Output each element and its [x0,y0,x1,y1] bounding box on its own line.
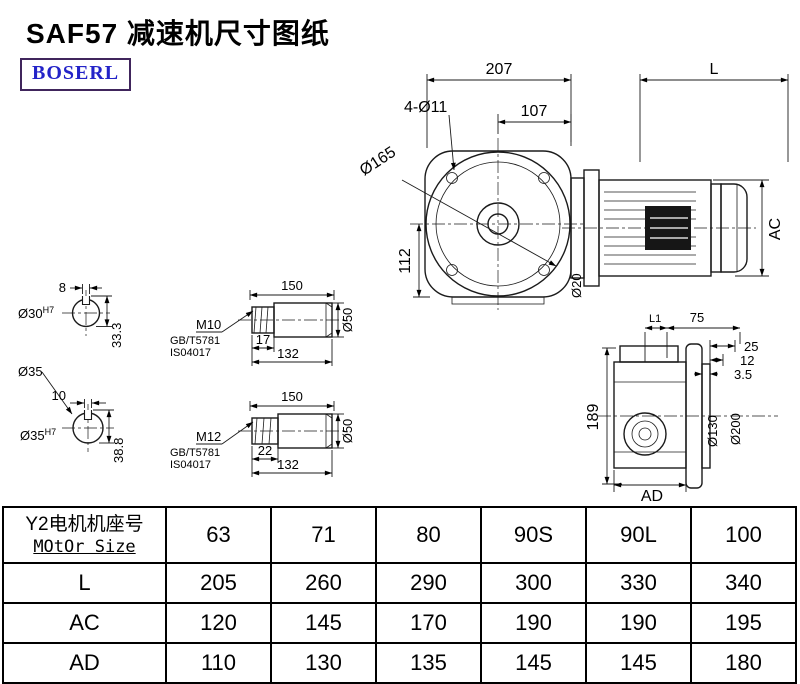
table-row-AD: AD 110 130 135 145 145 180 [2,642,797,684]
motor-size-63: 63 [165,506,272,564]
shaft-detail-2: 150 M12 GB/T5781 IS04017 22 132 Ø50 [170,389,355,477]
flange-dia-side-label: Ø200 [728,413,743,445]
table-cell: 145 [270,602,377,644]
shaft2-body-len-label: 132 [277,457,299,472]
shaft2-length-label: 150 [281,389,303,404]
motor-size-90L: 90L [585,506,692,564]
dim-3-5-label: 3.5 [734,367,752,382]
keyway1-depth-label: 33.3 [109,323,124,348]
dim-207-label: 207 [486,61,513,78]
dim-L-label: L [710,61,719,78]
dim-25-label: 25 [744,339,758,354]
pilot-dia-label: Ø130 [705,415,720,447]
table-row-L: L 205 260 290 300 330 340 [2,562,797,604]
row-label-AD: AD [2,642,167,684]
dim-AD-label: AD [641,488,663,505]
shaft2-thread-label: M12 [196,429,221,444]
motor-size-100: 100 [690,506,797,564]
table-cell: 145 [585,642,692,684]
shaft1-thread-label: M10 [196,317,221,332]
motor-size-71: 71 [270,506,377,564]
brand-logo-text: BOSERL [32,62,120,84]
flange-dia-label: Ø165 [357,144,399,180]
motor-size-header-cell: Y2电机机座号 MOtOr Size [2,506,167,564]
shaft1-std1-label: GB/T5781 [170,335,220,347]
table-cell: 340 [690,562,797,604]
bore1-label: Ø30H7 [18,305,54,321]
motor-side-view [562,169,756,287]
page-title: SAF57 减速机尺寸图纸 [26,18,330,49]
brand-logo: BOSERL [20,58,132,91]
shaft2-std2-label: IS04017 [170,459,211,471]
table-cell: 120 [165,602,272,644]
table-cell: 330 [585,562,692,604]
table-cell: 180 [690,642,797,684]
shaft1-dia-label: Ø50 [340,308,355,333]
bolt-holes-label: 4-Ø11 [404,99,447,116]
shaft2-std1-label: GB/T5781 [170,447,220,459]
shaft-detail-1: 150 M10 GB/T5781 IS04017 17 132 Ø50 [170,278,355,366]
dim-L1-label: L1 [649,313,661,325]
dimension-table: Y2电机机座号 MOtOr Size 63 71 80 90S 90L 100 … [2,506,797,684]
dim-189-label: 189 [585,404,602,431]
shaft1-length-label: 150 [281,278,303,293]
table-cell: 260 [270,562,377,604]
motor-size-header-cn: Y2电机机座号 [25,514,144,536]
alt-bore-label: Ø35 [18,364,43,379]
dim-75-label: 75 [690,310,704,325]
table-cell: 190 [585,602,692,644]
dim-112-label: 112 [397,248,414,274]
table-cell: 110 [165,642,272,684]
shaft2-dia-label: Ø50 [340,419,355,444]
motor-shaft-dia-label: Ø20 [569,273,584,298]
table-cell: 145 [480,642,587,684]
row-label-L: L [2,562,167,604]
bore-section-2: 10 Ø35H7 38.8 [20,388,126,463]
table-cell: 135 [375,642,482,684]
shaft1-std2-label: IS04017 [170,347,211,359]
shaft2-thread-len-label: 22 [258,443,272,458]
shaft1-body-len-label: 132 [277,346,299,361]
dim-AC-label: AC [767,218,784,240]
motor-size-header-en: MOtOr Size [33,536,136,557]
keyway1-width-label: 8 [59,280,66,295]
table-cell: 130 [270,642,377,684]
keyway2-depth-label: 38.8 [111,438,126,463]
motor-size-80: 80 [375,506,482,564]
table-cell: 290 [375,562,482,604]
table-row-AC: AC 120 145 170 190 190 195 [2,602,797,644]
bore2-label: Ø35H7 [20,427,56,443]
dim-107-label: 107 [521,103,548,120]
table-cell: 195 [690,602,797,644]
table-cell: 190 [480,602,587,644]
row-label-AC: AC [2,602,167,644]
side-view: L1 75 25 12 3.5 189 Ø130 Ø200 AD [585,310,778,505]
motor-size-90S: 90S [480,506,587,564]
technical-drawing: 207 L 107 4-Ø11 Ø165 112 AC Ø20 [18,61,789,505]
dim-12-label: 12 [740,353,754,368]
table-cell: 170 [375,602,482,644]
table-cell: 300 [480,562,587,604]
keyway2-width-label: 10 [52,388,66,403]
shaft1-thread-len-label: 17 [256,332,270,347]
table-cell: 205 [165,562,272,604]
bore-section-1: 8 Ø30H7 33.3 Ø35 [18,280,124,415]
front-view: 207 L 107 4-Ø11 Ø165 112 AC Ø20 [357,61,789,310]
